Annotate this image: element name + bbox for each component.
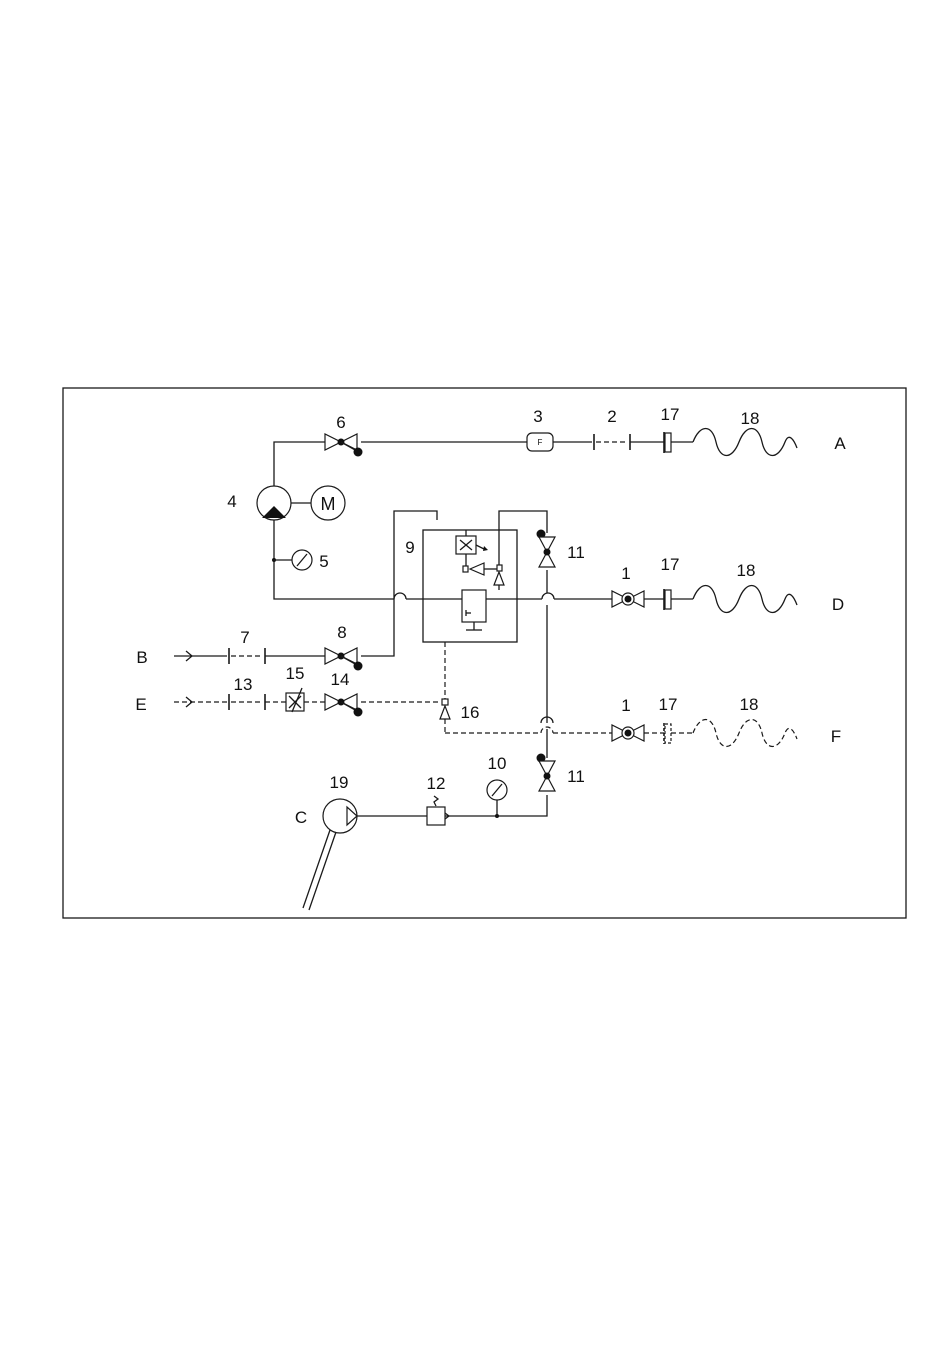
label-5: 5 bbox=[319, 552, 328, 571]
control-block-9 bbox=[423, 511, 547, 642]
label-17-a: 17 bbox=[661, 405, 680, 424]
line-e bbox=[174, 694, 441, 710]
check-valve-16 bbox=[440, 642, 450, 733]
port-f: F bbox=[831, 727, 841, 746]
gauge-10 bbox=[487, 780, 507, 818]
hose-18-a bbox=[693, 429, 797, 456]
ball-valve-1-f bbox=[612, 725, 644, 741]
line-b bbox=[174, 511, 437, 664]
component-labels: 6 3 2 17 18 A 4 5 9 11 1 17 18 D B 7 8 E… bbox=[135, 405, 846, 827]
label-2: 2 bbox=[607, 407, 616, 426]
label-12: 12 bbox=[427, 774, 446, 793]
label-13: 13 bbox=[234, 675, 253, 694]
coupling-17-f bbox=[664, 723, 671, 744]
hose-18-f bbox=[693, 720, 797, 747]
port-a: A bbox=[834, 434, 846, 453]
svg-text:M: M bbox=[321, 494, 336, 514]
label-8: 8 bbox=[337, 623, 346, 642]
relief-valve-12 bbox=[427, 796, 449, 825]
ball-valve-1-d bbox=[612, 591, 644, 607]
coupling-17-d bbox=[664, 589, 671, 610]
label-19: 19 bbox=[330, 773, 349, 792]
label-18-d: 18 bbox=[737, 561, 756, 580]
label-18-f: 18 bbox=[740, 695, 759, 714]
label-1-d: 1 bbox=[621, 564, 630, 583]
label-7: 7 bbox=[240, 628, 249, 647]
label-17-f: 17 bbox=[659, 695, 678, 714]
label-11-upper: 11 bbox=[567, 543, 585, 562]
label-9: 9 bbox=[405, 538, 414, 557]
label-6: 6 bbox=[336, 413, 345, 432]
valve-11-lower bbox=[537, 754, 556, 792]
label-1-f: 1 bbox=[621, 696, 630, 715]
port-d: D bbox=[832, 595, 844, 614]
port-b: B bbox=[136, 648, 147, 667]
label-16: 16 bbox=[461, 703, 480, 722]
line-d bbox=[394, 593, 693, 599]
label-18-a: 18 bbox=[741, 409, 760, 428]
port-e: E bbox=[135, 695, 146, 714]
gauge-5 bbox=[272, 550, 312, 570]
label-17-d: 17 bbox=[661, 555, 680, 574]
label-14: 14 bbox=[331, 670, 350, 689]
throttle-15 bbox=[286, 688, 304, 712]
diagram-frame bbox=[63, 388, 906, 918]
valve-11-upper bbox=[537, 530, 556, 568]
label-15: 15 bbox=[286, 664, 305, 683]
hose-18-d bbox=[693, 586, 797, 613]
label-10: 10 bbox=[488, 754, 507, 773]
valve-8 bbox=[325, 648, 363, 671]
label-4: 4 bbox=[227, 492, 236, 511]
svg-text:F: F bbox=[538, 438, 543, 447]
valve-14 bbox=[325, 694, 363, 717]
valve-6 bbox=[325, 434, 363, 457]
label-11-lower: 11 bbox=[567, 767, 585, 786]
filter-3: F bbox=[527, 433, 553, 451]
label-3: 3 bbox=[533, 407, 542, 426]
coupling-17-a bbox=[664, 432, 671, 453]
motor-m: M bbox=[311, 486, 345, 520]
port-c: C bbox=[295, 808, 307, 827]
supply-riser bbox=[357, 530, 553, 816]
pump-4 bbox=[257, 486, 311, 520]
line-f bbox=[445, 727, 693, 733]
pump-19 bbox=[303, 799, 357, 910]
